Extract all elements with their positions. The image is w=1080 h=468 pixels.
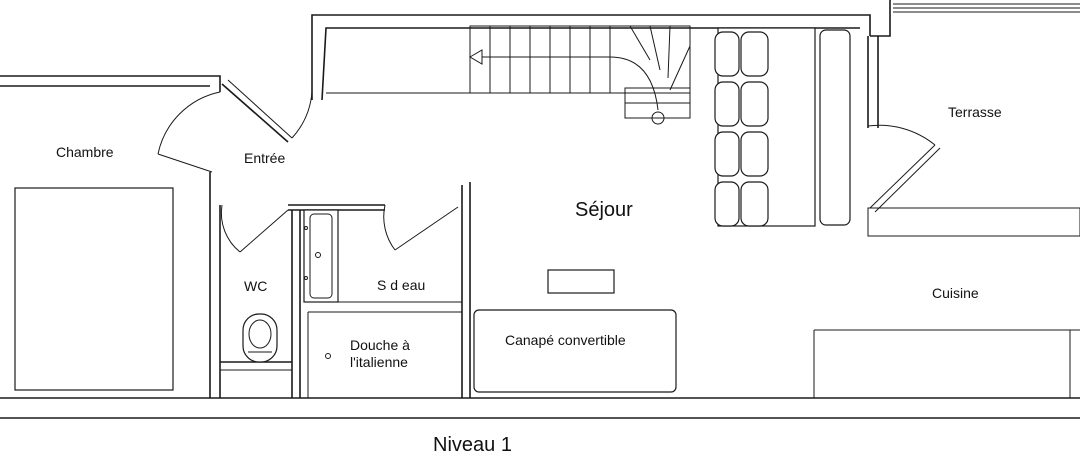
plan-title: Niveau 1 <box>433 434 512 456</box>
room-label-cuisine: Cuisine <box>932 285 979 301</box>
room-label-sejour: Séjour <box>575 199 633 221</box>
sofa-bed <box>473 309 677 393</box>
shower-drain <box>325 353 331 359</box>
chambre-door <box>157 91 221 173</box>
dining-area <box>714 27 851 227</box>
facade-walls <box>0 397 1080 419</box>
terrasse <box>867 3 1080 237</box>
room-label-wc: WC <box>244 278 268 294</box>
chambre-walls <box>0 75 221 398</box>
room-label-terrasse: Terrasse <box>948 104 1002 120</box>
furniture-label-canape: Canapé convertible <box>505 332 626 348</box>
room-label-salle-d-eau: S d eau <box>377 277 426 293</box>
room-label-entree: Entrée <box>244 150 286 166</box>
wc-door <box>220 204 289 253</box>
room-label-douche: Douche à l'italienne <box>350 337 410 370</box>
bed <box>14 187 174 391</box>
sdeau-door <box>383 204 459 251</box>
kitchen-counter <box>813 329 1080 398</box>
staircase <box>469 25 691 125</box>
toilet <box>242 313 278 363</box>
room-label-chambre: Chambre <box>56 144 114 160</box>
entree-door <box>221 79 313 143</box>
coffee-table <box>547 269 615 294</box>
sink <box>303 209 339 303</box>
